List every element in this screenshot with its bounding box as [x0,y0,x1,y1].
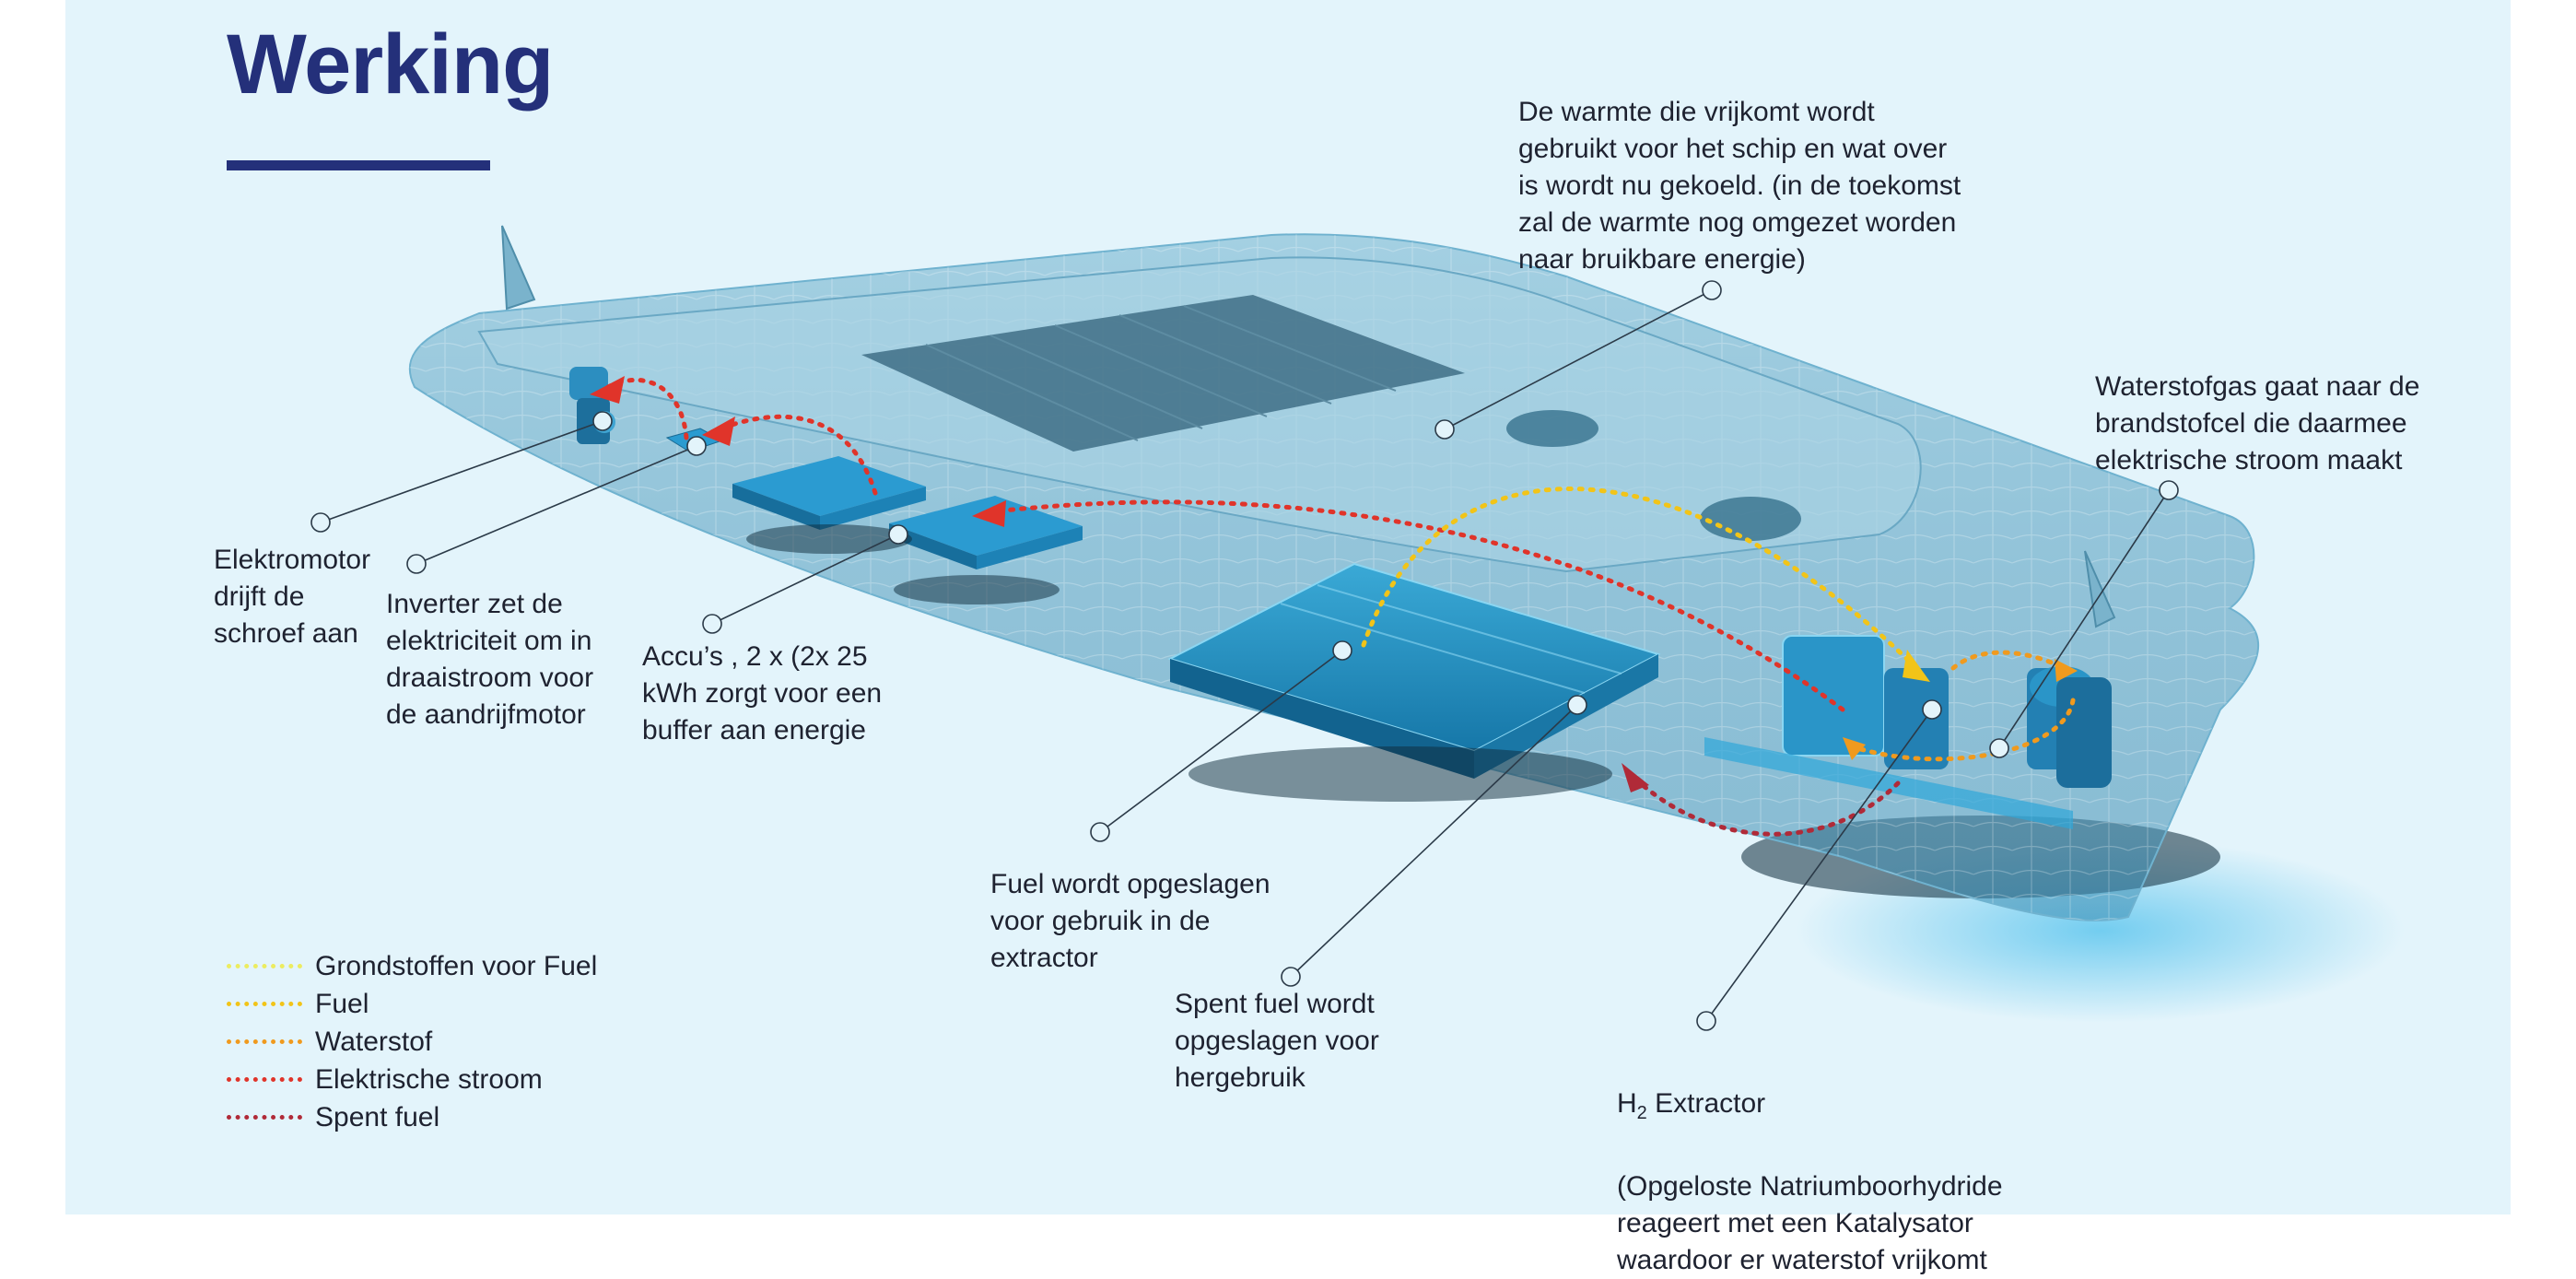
label-warmte: De warmte die vrijkomt wordt gebruikt vo… [1518,97,1961,275]
arrowhead [1843,737,1866,760]
legend-swatch [227,1002,302,1006]
legend-item: Elektrische stroom [227,1061,597,1098]
bow-mast [501,225,536,311]
legend: Grondstoffen voor Fuel Fuel Waterstof El… [227,947,597,1136]
arrowhead [972,500,1006,527]
stern-mast [2084,550,2116,628]
arrowhead [702,417,735,446]
title-underline [227,160,490,170]
arrowhead [2055,659,2078,682]
accu-blocks [732,456,1083,604]
legend-item: Fuel [227,985,597,1023]
leader-lines [320,289,2170,1022]
label-elektromotor: Elektromotor drijft de schroef aan [214,545,371,649]
label-extractor: H2 Extractor (Opgeloste Natriumboorhydri… [1617,1049,2003,1279]
fuel-tanks [1167,562,1661,802]
solar-panel [861,295,1465,452]
legend-label: Waterstof [315,1026,433,1057]
arrowhead [590,376,625,404]
legend-swatch [227,1115,302,1120]
legend-swatch [227,964,302,968]
arrowhead [1622,763,1649,792]
flow-fuel [1361,487,1919,671]
legend-label: Fuel [315,988,369,1019]
legend-item: Spent fuel [227,1098,597,1136]
flow-waterstof [1849,650,2076,762]
arrowhead [1903,650,1930,682]
label-spent-fuel: Spent fuel wordt opgeslagen voor hergebr… [1175,989,1379,1093]
legend-item: Grondstoffen voor Fuel [227,947,597,985]
legend-label: Grondstoffen voor Fuel [315,950,598,981]
extractor-title: H2 Extractor [1617,1088,1766,1123]
leader-dots [310,280,2179,1031]
h2-extractor [1704,635,2073,829]
extractor-body: (Opgeloste Natriumboorhydride reageert m… [1617,1171,2003,1275]
legend-item: Waterstof [227,1023,597,1061]
legend-swatch [227,1077,302,1082]
ship-illustration [310,225,2405,1031]
brandstofcel [2027,666,2112,788]
legend-swatch [227,1039,302,1044]
page-title: Werking [227,18,554,111]
legend-label: Spent fuel [315,1101,440,1132]
label-accus: Accu’s , 2 x (2x 25 kWh zorgt voor een b… [642,641,883,745]
deck-hatch [1700,497,1801,541]
label-inverter: Inverter zet de elektriciteit om in draa… [386,589,594,730]
label-fuel-opslag: Fuel wordt opgeslagen voor gebruik in de… [990,869,1270,973]
legend-label: Elektrische stroom [315,1063,543,1095]
label-waterstofgas: Waterstofgas gaat naar de brandstofcel d… [2095,371,2420,475]
deck-hatch [1506,410,1598,447]
flow-spent-fuel [1628,771,1901,837]
